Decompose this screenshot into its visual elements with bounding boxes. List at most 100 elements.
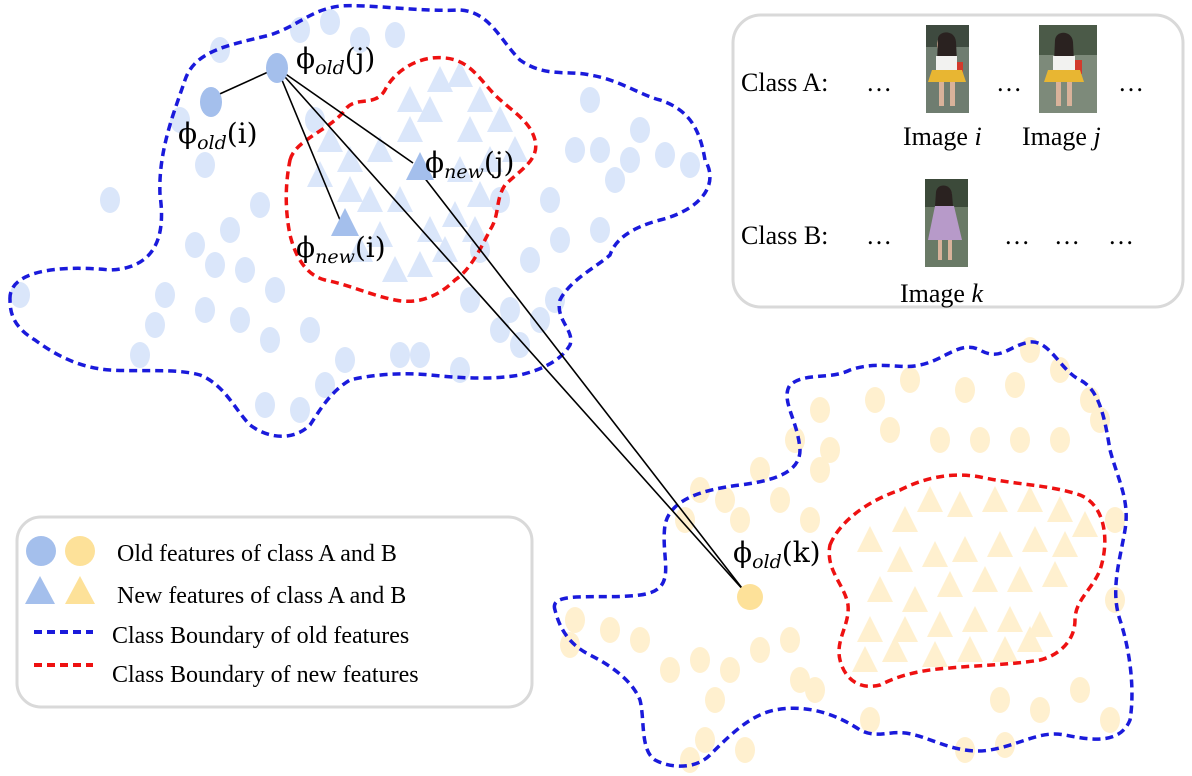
- line-new-j-to-old-k: [419, 171, 746, 593]
- faint-feature-circle: [350, 27, 370, 53]
- legend-class-b-triangle-icon: [65, 576, 95, 604]
- faint-feature-triangle: [887, 546, 913, 572]
- faint-feature-circle: [655, 142, 675, 168]
- faint-feature-circle: [565, 607, 585, 633]
- faint-feature-circle: [990, 687, 1010, 713]
- faint-feature-circle: [735, 737, 755, 763]
- faint-feature-triangle: [387, 186, 413, 212]
- faint-feature-circle: [750, 457, 770, 483]
- faint-feature-triangle: [892, 616, 918, 642]
- faint-feature-circle: [680, 747, 700, 773]
- faint-feature-circle: [680, 152, 700, 178]
- feature-connections: [212, 67, 746, 593]
- faint-feature-triangle: [317, 126, 343, 152]
- class-a-ellipsis-3: …: [1118, 68, 1144, 97]
- faint-feature-triangle: [1007, 566, 1033, 592]
- faint-feature-circle: [1005, 372, 1025, 398]
- class-b-ellipsis-2: …: [1004, 221, 1030, 250]
- faint-feature-triangle: [417, 216, 443, 242]
- faint-feature-circle: [715, 487, 735, 513]
- faint-feature-circle: [1010, 427, 1030, 453]
- faint-feature-triangle: [987, 531, 1013, 557]
- faint-feature-circle: [1105, 507, 1125, 533]
- faint-feature-triangle: [992, 636, 1018, 662]
- faint-feature-circle: [520, 247, 540, 273]
- faint-feature-circle: [255, 392, 275, 418]
- legend-old-boundary: Class Boundary of old features: [34, 623, 409, 649]
- faint-feature-circle: [590, 217, 610, 243]
- faint-feature-circle: [290, 397, 310, 423]
- faint-feature-triangle: [367, 136, 393, 162]
- faint-feature-circle: [820, 437, 840, 463]
- faint-feature-circle: [1030, 697, 1050, 723]
- image-k-thumbnail: [925, 179, 968, 267]
- faint-feature-circle: [720, 657, 740, 683]
- label-phi-old-j: ϕold(j): [296, 42, 375, 79]
- faint-feature-circle: [145, 312, 165, 338]
- faint-feature-triangle: [902, 586, 928, 612]
- class-images-box: Class A: … … … Image i: [731, 13, 1185, 309]
- faint-feature-circle: [320, 9, 340, 35]
- phi-new-j-point: [406, 152, 434, 180]
- faint-feature-triangle: [1052, 531, 1078, 557]
- faint-feature-triangle: [442, 201, 468, 227]
- faint-feature-triangle: [947, 491, 973, 517]
- faint-feature-circle: [810, 397, 830, 423]
- faint-feature-circle: [510, 332, 530, 358]
- line-old-j-to-old-i: [212, 67, 278, 98]
- phi-new-i-point: [331, 208, 359, 236]
- faint-feature-triangle: [962, 606, 988, 632]
- faint-feature-circle: [580, 87, 600, 113]
- faint-feature-triangle: [397, 116, 423, 142]
- line-old-j-to-old-k: [276, 67, 746, 593]
- class-a-cluster: [8, 3, 712, 438]
- class-b-ellipsis-4: …: [1108, 221, 1134, 250]
- image-j-thumbnail: [1039, 25, 1097, 113]
- faint-feature-circle: [130, 342, 150, 368]
- faint-feature-circle: [235, 257, 255, 283]
- faint-feature-circle: [800, 507, 820, 533]
- image-i-caption: Image i: [903, 122, 982, 151]
- legend-old-features: Old features of class A and B: [26, 536, 397, 567]
- legend: Old features of class A and B New featur…: [15, 515, 534, 709]
- faint-feature-circle: [265, 277, 285, 303]
- faint-feature-triangle: [852, 646, 878, 672]
- line-old-j-to-new-i: [276, 67, 341, 221]
- class-b-old-boundary: [552, 340, 1134, 768]
- faint-feature-circle: [1105, 587, 1125, 613]
- line-old-j-to-new-j: [276, 67, 414, 164]
- faint-feature-triangle: [337, 176, 363, 202]
- faint-feature-triangle: [337, 146, 363, 172]
- image-k-caption: Image k: [900, 279, 983, 308]
- faint-feature-triangle: [467, 86, 493, 112]
- faint-feature-triangle: [367, 221, 393, 247]
- faint-feature-triangle: [407, 251, 433, 277]
- faint-feature-triangle: [917, 486, 943, 512]
- faint-feature-circle: [865, 387, 885, 413]
- faint-feature-circle: [335, 347, 355, 373]
- faint-feature-circle: [220, 217, 240, 243]
- faint-feature-circle: [195, 297, 215, 323]
- faint-feature-circle: [695, 727, 715, 753]
- legend-new-boundary: Class Boundary of new features: [34, 662, 419, 688]
- faint-feature-circle: [730, 507, 750, 533]
- faint-feature-triangle: [1022, 526, 1048, 552]
- label-phi-new-j: ϕnew(j): [425, 146, 514, 183]
- faint-feature-circle: [600, 617, 620, 643]
- faint-feature-circle: [675, 507, 695, 533]
- faint-feature-triangle: [467, 181, 493, 207]
- faint-feature-triangle: [867, 576, 893, 602]
- faint-feature-circle: [315, 372, 335, 398]
- phi-old-k-point: [737, 584, 763, 610]
- faint-feature-circle: [545, 287, 565, 313]
- faint-feature-circle: [1050, 427, 1070, 453]
- faint-feature-circle: [500, 297, 520, 323]
- faint-feature-triangle: [447, 156, 473, 182]
- faint-feature-circle: [705, 687, 725, 713]
- faint-feature-triangle: [1017, 626, 1043, 652]
- phi-old-j-point: [266, 53, 288, 83]
- faint-feature-circle: [530, 307, 550, 333]
- class-b-ellipsis-3: …: [1054, 221, 1080, 250]
- faint-feature-triangle: [1017, 486, 1043, 512]
